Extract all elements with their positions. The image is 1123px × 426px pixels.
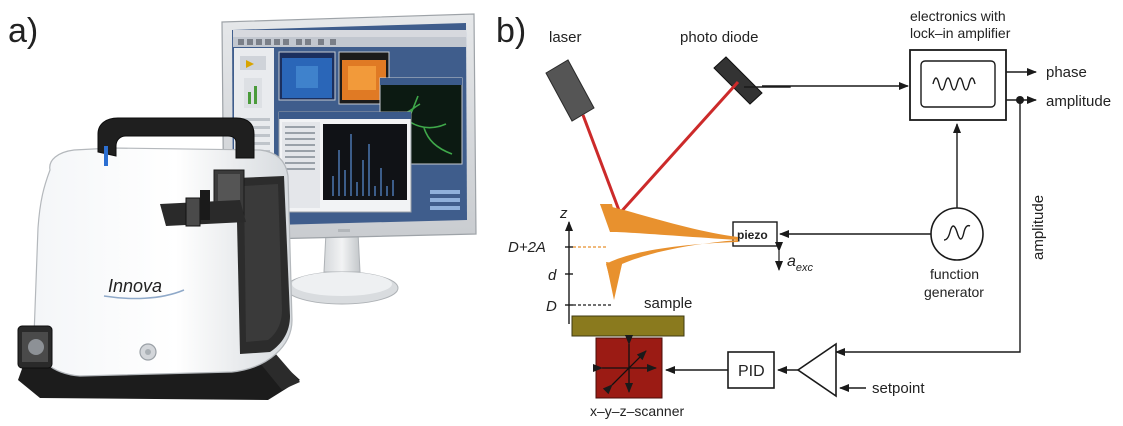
photo-diode-label: photo diode <box>680 29 758 46</box>
panel-label-b: b) <box>496 12 527 50</box>
comparator-amplifier <box>796 342 837 398</box>
phase-label: phase <box>1046 64 1087 81</box>
laser-label: laser <box>549 29 582 46</box>
scanner-label: x–y–z–scanner <box>590 403 685 419</box>
pid-label: PID <box>738 363 765 380</box>
big-d-label: D <box>546 298 557 315</box>
oscilloscope-screen <box>920 60 996 108</box>
amplitude-vertical-label: amplitude <box>1030 195 1047 260</box>
function-generator-label-line1: function <box>930 266 979 282</box>
d-label: d <box>548 267 557 284</box>
piezo-label: piezo <box>737 228 768 242</box>
move-arrows-icon <box>593 335 657 395</box>
afm-instrument-photo: Innova <box>17 13 477 400</box>
brand-logo-text: Innova <box>108 276 162 296</box>
electronics-label-line1: electronics with <box>910 8 1006 24</box>
laser-icon <box>545 59 595 122</box>
panel-label-a: a) <box>8 12 39 50</box>
afm-schematic: laser photo diode electronics with lock–… <box>508 8 1111 419</box>
afm-body: Innova <box>17 117 300 400</box>
sample-block <box>571 315 685 337</box>
monitor-stand <box>285 231 399 305</box>
piezo-box <box>732 221 778 247</box>
amplitude-feedback-line <box>835 100 1021 356</box>
cantilever-upper <box>600 204 738 240</box>
photo-diode-icon <box>713 56 763 105</box>
amplitude-output-label: amplitude <box>1046 93 1111 110</box>
d-plus-2a-label: D+2A <box>508 239 546 256</box>
incident-laser-beam <box>581 114 622 214</box>
sample-label: sample <box>644 295 692 312</box>
setpoint-label: setpoint <box>872 380 925 397</box>
reflected-laser-beam <box>618 80 740 215</box>
z-axis-label: z <box>559 205 568 222</box>
pid-box <box>727 351 775 389</box>
sine-wave-icon <box>943 224 971 241</box>
function-generator-label-line2: generator <box>924 284 984 300</box>
cantilever-lower <box>606 240 738 294</box>
oscillation-waveform-icon <box>932 77 976 91</box>
electronics-label-line2: lock–in amplifier <box>910 25 1011 41</box>
a-exc-label: aexc <box>787 253 814 274</box>
